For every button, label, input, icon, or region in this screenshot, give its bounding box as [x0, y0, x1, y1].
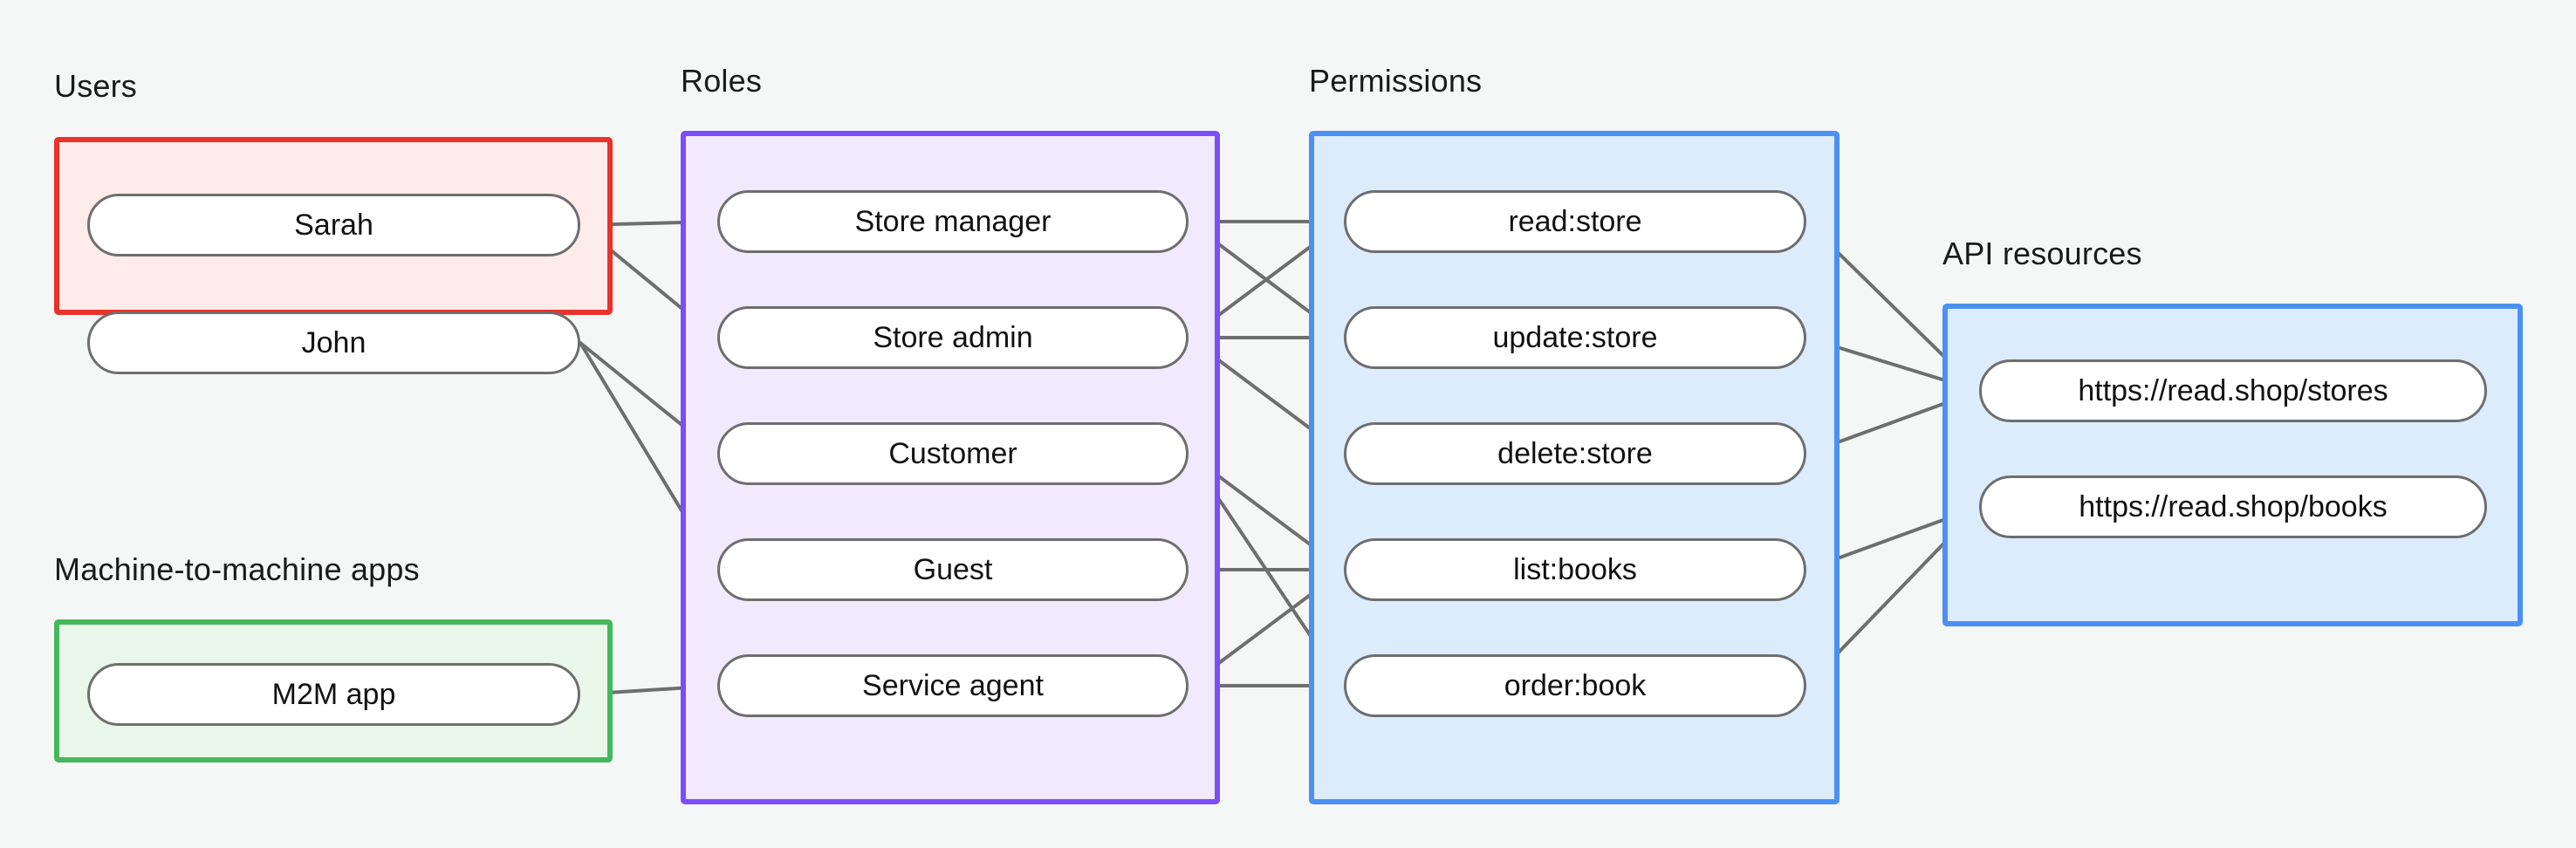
node-store-admin[interactable]: Store admin	[717, 306, 1189, 369]
node-label-customer: Customer	[888, 436, 1017, 470]
node-john[interactable]: John	[87, 311, 580, 374]
node-read-store[interactable]: read:store	[1344, 190, 1806, 253]
node-label-service-agent: Service agent	[862, 668, 1044, 702]
node-label-guest: Guest	[913, 552, 993, 586]
node-delete-store[interactable]: delete:store	[1344, 422, 1806, 485]
node-label-update-store: update:store	[1492, 320, 1658, 354]
node-list-books[interactable]: list:books	[1344, 538, 1806, 601]
node-label-delete-store: delete:store	[1497, 436, 1653, 470]
node-label-read-store: read:store	[1508, 204, 1642, 238]
group-title-users: Users	[54, 68, 138, 104]
group-title-m2m: Machine-to-machine apps	[54, 551, 420, 587]
node-sarah[interactable]: Sarah	[87, 194, 580, 256]
node-store-manager[interactable]: Store manager	[717, 190, 1189, 253]
node-label-res-books: https://read.shop/books	[2079, 489, 2388, 523]
node-guest[interactable]: Guest	[717, 538, 1189, 601]
node-res-books[interactable]: https://read.shop/books	[1979, 475, 2487, 538]
node-service-agent[interactable]: Service agent	[717, 654, 1189, 717]
node-update-store[interactable]: update:store	[1344, 306, 1806, 369]
group-title-permissions: Permissions	[1309, 63, 1483, 99]
node-label-john: John	[301, 325, 367, 359]
node-label-res-stores: https://read.shop/stores	[2078, 373, 2388, 407]
node-customer[interactable]: Customer	[717, 422, 1189, 485]
node-label-m2m-app: M2M app	[271, 677, 396, 711]
node-label-sarah: Sarah	[294, 208, 373, 242]
node-order-book[interactable]: order:book	[1344, 654, 1806, 717]
node-label-store-admin: Store admin	[873, 320, 1033, 354]
node-m2m-app[interactable]: M2M app	[87, 663, 580, 726]
group-title-roles: Roles	[681, 63, 763, 99]
group-title-api-resources: API resources	[1942, 236, 2142, 271]
node-label-order-book: order:book	[1504, 668, 1647, 702]
node-label-list-books: list:books	[1513, 552, 1637, 586]
node-res-stores[interactable]: https://read.shop/stores	[1979, 359, 2487, 422]
group-box-api-resources	[1942, 304, 2523, 626]
node-label-store-manager: Store manager	[854, 204, 1052, 238]
